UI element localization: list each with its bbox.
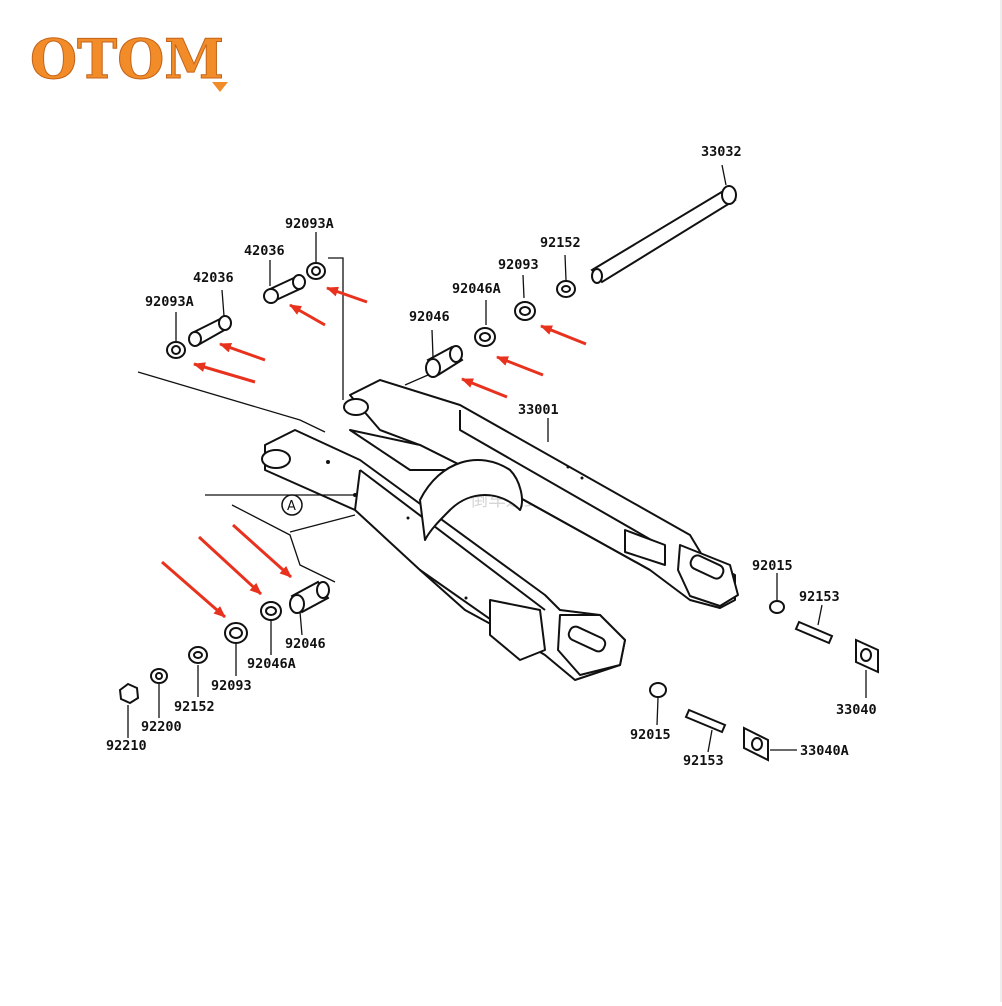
arrow-seal-upper [540, 324, 587, 346]
label-collar-left: 42036 [193, 270, 234, 286]
arrow-spacer-upper [496, 355, 544, 377]
leader-lines [127, 164, 867, 753]
callout-a-letter: A [287, 499, 296, 514]
label-adjuster-left: 33040A [800, 743, 849, 759]
label-collar-right: 42036 [244, 243, 285, 259]
label-washer-plain: 92200 [141, 719, 182, 735]
label-adjuster-right: 33040 [836, 702, 877, 718]
label-washer-upper: 92152 [540, 235, 581, 251]
red-arrows [161, 286, 587, 619]
logo-tail-mark [212, 82, 228, 92]
arrow-bearing-lower [231, 523, 293, 579]
lower-parts [118, 580, 879, 762]
arrow-seal-lower [161, 560, 226, 619]
label-nut-right: 92015 [752, 558, 793, 574]
label-spacer-upper: 92046A [452, 281, 501, 297]
upper-parts [166, 262, 576, 378]
label-bearing-upper: 92046 [409, 309, 450, 325]
arrow-seal-a-left [193, 362, 256, 384]
label-nut-lower: 92210 [106, 738, 147, 754]
label-axle: 33032 [701, 144, 742, 160]
label-seal-upper: 92093 [498, 257, 539, 273]
part-labels: 33032 92152 92093 92046A 92046 92093A 42… [106, 144, 877, 769]
otom-logo: OTOM [30, 27, 254, 92]
label-washer-lower: 92152 [174, 699, 215, 715]
label-seal-a-left: 92093A [145, 294, 194, 310]
arrow-collar-left [219, 342, 266, 362]
swingarm-holes [326, 460, 584, 600]
axle-shaft [590, 185, 737, 284]
label-bearing-lower: 92046 [285, 636, 326, 652]
swingarm-body [261, 379, 739, 681]
right-edge-strip [1000, 0, 1002, 1002]
arrow-seal-a-right [326, 286, 368, 304]
label-seal-a-right: 92093A [285, 216, 334, 232]
arrow-spacer-lower [197, 535, 263, 596]
callout-a: A [281, 494, 303, 516]
label-seal-lower: 92093 [211, 678, 252, 694]
otom-logo-text: OTOM [30, 27, 224, 91]
label-bolt-bottom: 92153 [683, 753, 724, 769]
arrow-collar-right [289, 303, 326, 327]
label-spacer-lower: 92046A [247, 656, 296, 672]
label-swingarm: 33001 [518, 402, 559, 418]
label-nut-bottom: 92015 [630, 727, 671, 743]
label-bolt-right: 92153 [799, 589, 840, 605]
arrow-bearing-upper [461, 377, 508, 399]
